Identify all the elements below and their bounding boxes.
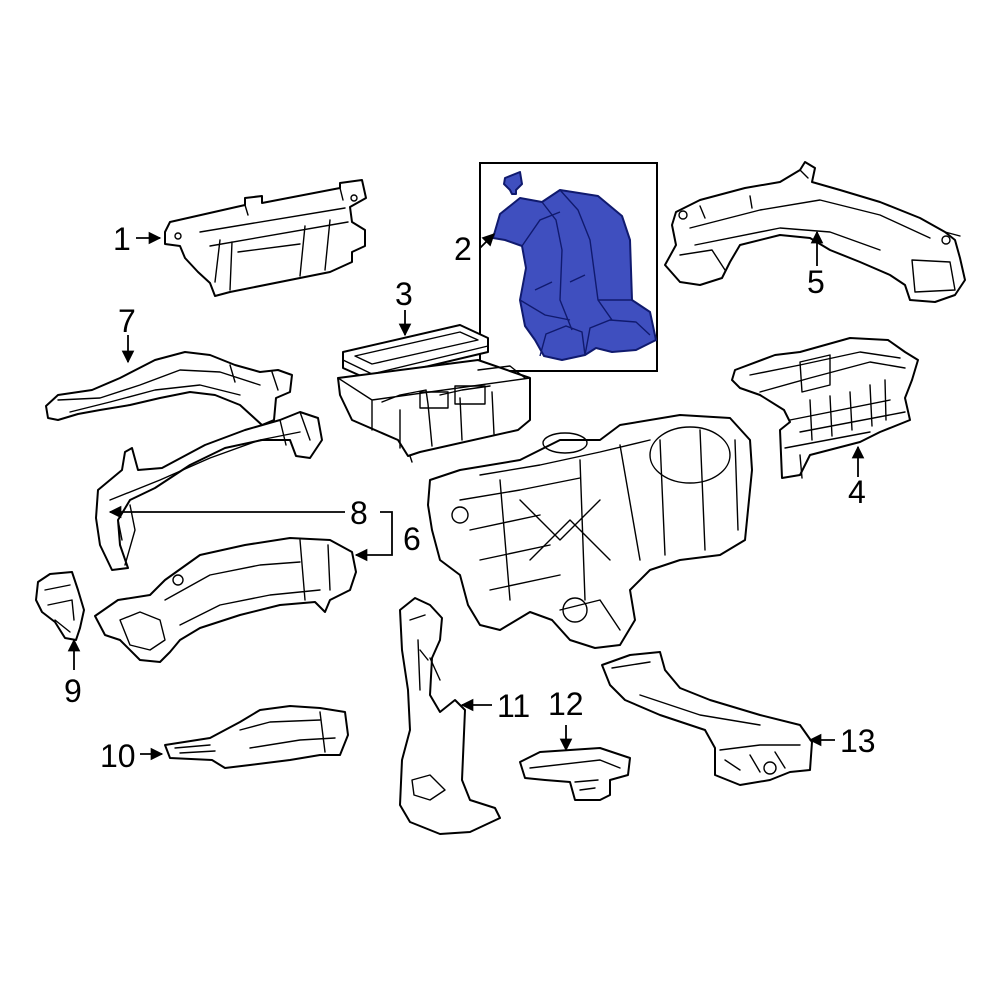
callout-8[interactable]: 8 — [350, 495, 368, 531]
callout-11[interactable]: 11 — [497, 688, 530, 724]
part-8-rear-duct[interactable] — [95, 411, 323, 571]
part-11-vertical-duct[interactable] — [399, 597, 501, 835]
part-7-side-duct[interactable] — [45, 351, 293, 426]
callout-7[interactable]: 7 — [118, 303, 136, 339]
part-3-upper-case[interactable] — [337, 324, 531, 463]
callout-13[interactable]: 13 — [840, 723, 876, 759]
part-4-center-vent[interactable] — [731, 337, 919, 479]
callout-9[interactable]: 9 — [64, 673, 82, 709]
part-6-lower-duct[interactable] — [94, 537, 357, 663]
callout-2[interactable]: 2 — [454, 231, 472, 267]
callout-4[interactable]: 4 — [848, 474, 866, 510]
part-1-duct-frame[interactable] — [164, 179, 367, 297]
callout-10[interactable]: 10 — [100, 738, 136, 774]
callout-1[interactable]: 1 — [113, 221, 131, 257]
callout-labels: 1 2 3 4 5 6 7 8 9 10 11 12 13 — [64, 221, 876, 774]
callout-3[interactable]: 3 — [395, 276, 413, 312]
part-9-bracket[interactable] — [35, 571, 85, 641]
leader-lines — [67, 230, 865, 761]
part-2-rear-duct[interactable] — [492, 171, 657, 361]
part-13-outlet-duct[interactable] — [601, 651, 813, 786]
part-12-floor-duct[interactable] — [519, 747, 631, 801]
part-2-highlight-box — [479, 162, 658, 372]
hvac-unit — [427, 414, 753, 649]
part-10-vent[interactable] — [164, 705, 349, 769]
callout-6[interactable]: 6 — [403, 521, 421, 557]
callout-12[interactable]: 12 — [548, 686, 584, 722]
callout-5[interactable]: 5 — [807, 264, 825, 300]
